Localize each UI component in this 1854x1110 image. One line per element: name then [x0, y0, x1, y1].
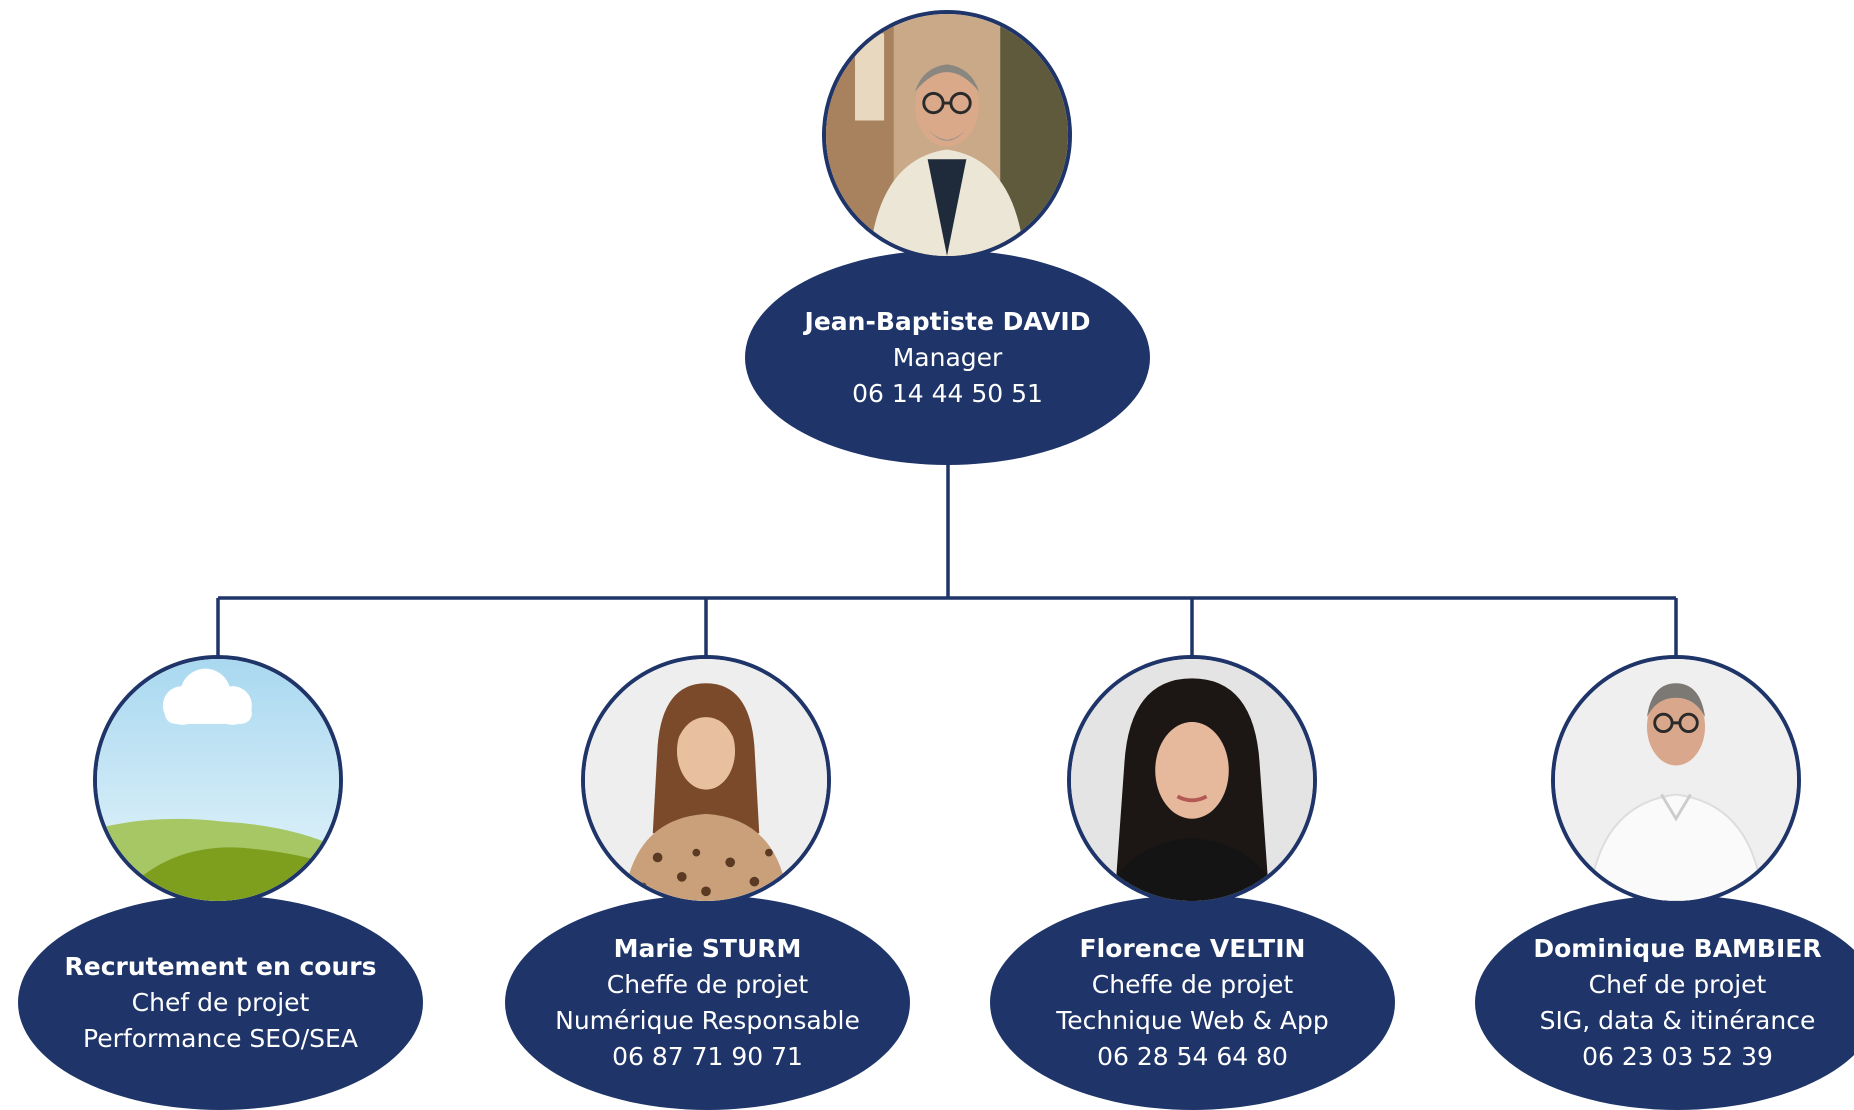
manager-node: Jean-Baptiste DAVID Manager 06 14 44 50 … — [745, 250, 1150, 465]
team-phone: 06 87 71 90 71 — [612, 1041, 803, 1071]
team-role: Cheffe de projet — [606, 969, 809, 999]
man-photo-icon — [1555, 659, 1797, 901]
manager-name: Jean-Baptiste DAVID — [804, 306, 1091, 336]
team-detail: Performance SEO/SEA — [83, 1023, 358, 1053]
manager-phone: 06 14 44 50 51 — [852, 378, 1043, 408]
team-node-recrutement: Recrutement en cours Chef de projet Perf… — [18, 895, 423, 1110]
landscape-placeholder-icon — [97, 659, 339, 901]
team-name: Recrutement en cours — [64, 951, 377, 981]
manager-role: Manager — [892, 342, 1003, 372]
team-avatar-marie-sturm — [581, 655, 831, 905]
team-role: Chef de projet — [131, 987, 310, 1017]
team-card: Recrutement en cours Chef de projet Perf… — [18, 895, 423, 1110]
team-avatar-florence-veltin — [1067, 655, 1317, 905]
team-detail: Technique Web & App — [1056, 1005, 1329, 1035]
team-name: Dominique BAMBIER — [1533, 933, 1822, 963]
manager-avatar — [822, 10, 1072, 260]
team-detail: SIG, data & itinérance — [1539, 1005, 1816, 1035]
team-role: Chef de projet — [1588, 969, 1767, 999]
team-role: Cheffe de projet — [1091, 969, 1294, 999]
man-photo-icon — [826, 14, 1068, 256]
woman-photo-icon — [585, 659, 827, 901]
team-card: Florence VELTIN Cheffe de projet Techniq… — [990, 895, 1395, 1110]
woman-photo-icon — [1071, 659, 1313, 901]
manager-card: Jean-Baptiste DAVID Manager 06 14 44 50 … — [745, 250, 1150, 465]
team-phone: 06 28 54 64 80 — [1097, 1041, 1288, 1071]
team-avatar-dominique-bambier — [1551, 655, 1801, 905]
team-name: Marie STURM — [613, 933, 802, 963]
team-card: Marie STURM Cheffe de projet Numérique R… — [505, 895, 910, 1110]
team-name: Florence VELTIN — [1079, 933, 1306, 963]
team-phone: 06 23 03 52 39 — [1582, 1041, 1773, 1071]
team-node-marie-sturm: Marie STURM Cheffe de projet Numérique R… — [505, 895, 910, 1110]
team-node-florence-veltin: Florence VELTIN Cheffe de projet Techniq… — [990, 895, 1395, 1110]
team-node-dominique-bambier: Dominique BAMBIER Chef de projet SIG, da… — [1475, 895, 1854, 1110]
team-card: Dominique BAMBIER Chef de projet SIG, da… — [1475, 895, 1854, 1110]
team-detail: Numérique Responsable — [555, 1005, 860, 1035]
team-avatar-recrutement — [93, 655, 343, 905]
